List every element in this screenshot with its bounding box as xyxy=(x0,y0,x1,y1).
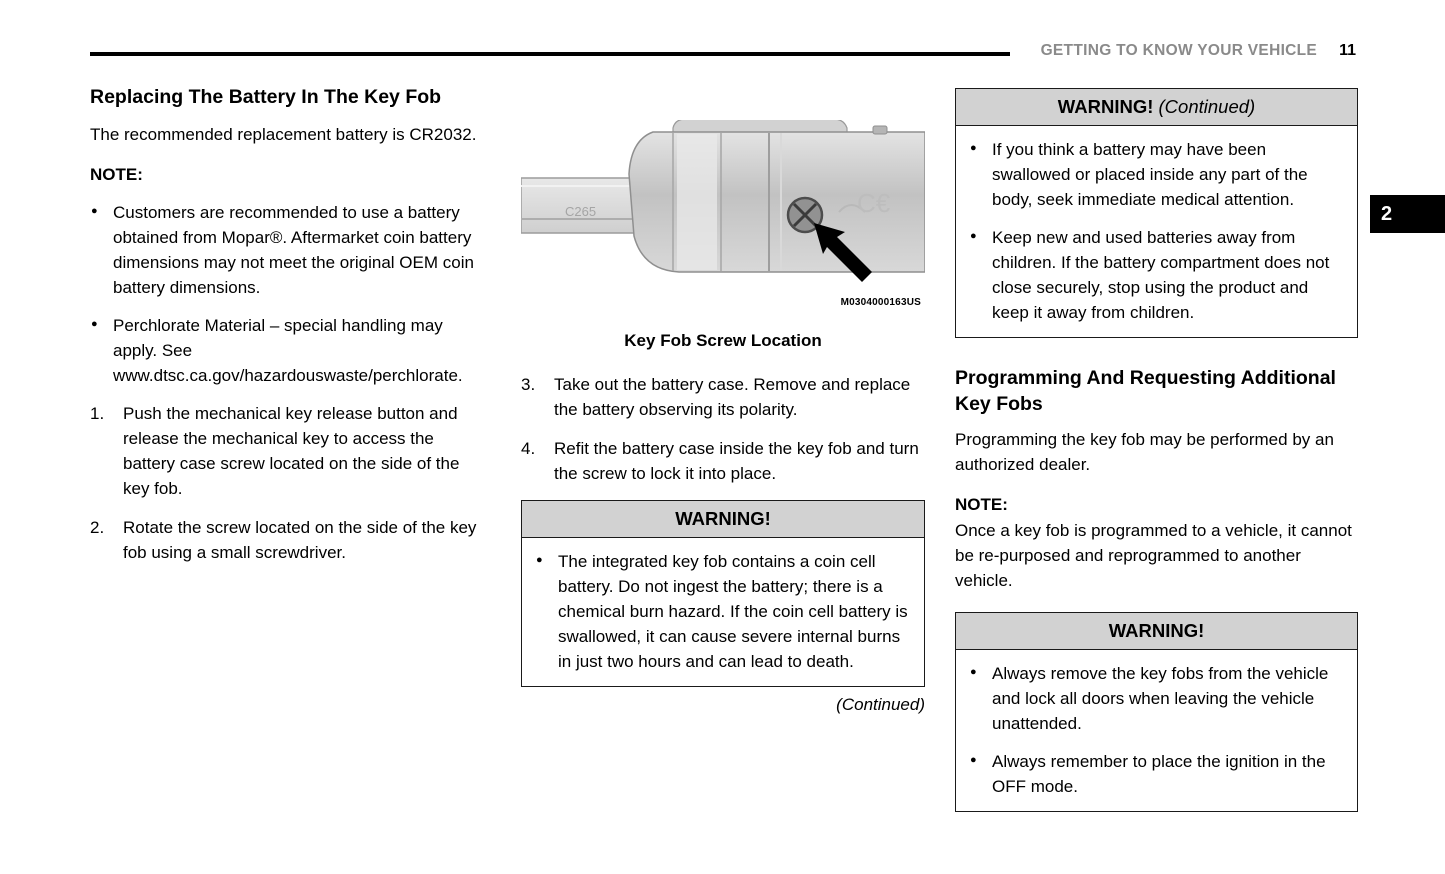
warning-title-suffix: (Continued) xyxy=(1153,96,1256,117)
list-item: ● Perchlorate Material – special handlin… xyxy=(90,313,490,388)
page-header: GETTING TO KNOW YOUR VEHICLE 11 xyxy=(1041,38,1356,63)
step-text: Take out the battery case. Remove and re… xyxy=(554,375,911,419)
warning-body: ● If you think a battery may have been s… xyxy=(956,126,1357,337)
screw-pointer-arrow xyxy=(814,223,872,282)
list-item: ● Customers are recommended to use a bat… xyxy=(90,200,490,300)
warning-title: WARNING! xyxy=(1108,620,1205,641)
step-text: Push the mechanical key release button a… xyxy=(123,404,460,498)
bullet-marker: ● xyxy=(91,205,98,217)
warning-header: WARNING! xyxy=(956,613,1357,650)
bullet-marker: ● xyxy=(970,666,977,678)
warning-body: ● Always remove the key fobs from the ve… xyxy=(956,650,1357,811)
key-fob-body xyxy=(628,120,925,273)
bullet-marker: ● xyxy=(536,554,543,566)
step-number: 3. xyxy=(521,375,536,394)
list-item: ● If you think a battery may have been s… xyxy=(969,137,1345,212)
figure-caption: Key Fob Screw Location xyxy=(624,331,822,350)
numbered-step: 3. Take out the battery case. Remove and… xyxy=(521,372,925,422)
key-fob-illustration: C265 C€ xyxy=(521,120,925,282)
note-text: Once a key fob is programmed to a vehicl… xyxy=(955,521,1352,590)
intro-paragraph: The recommended replacement battery is C… xyxy=(90,125,477,144)
chapter-tab-number: 2 xyxy=(1381,202,1393,225)
list-item: ● Keep new and used batteries away from … xyxy=(969,225,1345,325)
page-number: 11 xyxy=(1339,42,1356,59)
warning-box: WARNING! ● The integrated key fob contai… xyxy=(521,500,925,687)
header-rule xyxy=(90,52,1010,56)
list-item: ● The integrated key fob contains a coin… xyxy=(535,549,912,674)
warning-continued-box: WARNING! (Continued) ● If you think a ba… xyxy=(955,88,1358,338)
bullet-marker: ● xyxy=(970,230,977,242)
note-label: NOTE: xyxy=(90,165,143,184)
right-column: WARNING! (Continued) ● If you think a ba… xyxy=(955,88,1358,812)
list-item-text: Always remove the key fobs from the vehi… xyxy=(992,664,1329,733)
warning-title: WARNING! xyxy=(675,508,771,529)
continued-note: (Continued) xyxy=(836,695,925,714)
ce-mark: C€ xyxy=(857,188,891,218)
list-item-text: Always remember to place the ignition in… xyxy=(992,752,1326,796)
list-item-text: Customers are recommended to use a batte… xyxy=(113,203,474,297)
intro-paragraph: Programming the key fob may be performed… xyxy=(955,430,1334,474)
step-number: 2. xyxy=(90,518,105,537)
section-heading: Programming And Requesting Additional Ke… xyxy=(955,367,1336,415)
chapter-tab: 2 xyxy=(1370,195,1445,233)
numbered-step: 1. Push the mechanical key release butto… xyxy=(90,401,490,501)
battery-case-screw xyxy=(786,196,824,234)
numbered-step: 4. Refit the battery case inside the key… xyxy=(521,436,925,486)
bullet-marker: ● xyxy=(91,318,98,330)
list-item-text: Keep new and used batteries away from ch… xyxy=(992,228,1330,322)
list-item-text: If you think a battery may have been swa… xyxy=(992,140,1308,209)
warning-box: WARNING! ● Always remove the key fobs fr… xyxy=(955,612,1358,812)
step-text: Refit the battery case inside the key fo… xyxy=(554,439,919,483)
bullet-marker: ● xyxy=(970,754,977,766)
key-blade-label: C265 xyxy=(565,204,596,219)
section-heading: Replacing The Battery In The Key Fob xyxy=(90,86,442,108)
list-item: ● Always remember to place the ignition … xyxy=(969,749,1345,799)
bullet-marker: ● xyxy=(970,142,977,154)
warning-header: WARNING! xyxy=(522,501,924,538)
middle-column: C265 C€ M0304000163US Key Fob Screw Loca… xyxy=(521,120,925,717)
list-item-text: Perchlorate Material – special handling … xyxy=(113,316,463,385)
figure-part-code: M0304000163US xyxy=(840,297,921,308)
note-label: NOTE: xyxy=(955,495,1008,514)
left-column: Replacing The Battery In The Key Fob The… xyxy=(90,84,490,579)
step-number: 1. xyxy=(90,404,105,423)
warning-header: WARNING! (Continued) xyxy=(956,89,1357,126)
warning-body: ● The integrated key fob contains a coin… xyxy=(522,538,924,686)
key-fob-figure: C265 C€ M0304000163US xyxy=(521,120,925,315)
numbered-step: 2. Rotate the screw located on the side … xyxy=(90,515,490,565)
running-header: GETTING TO KNOW YOUR VEHICLE xyxy=(1040,42,1318,59)
step-number: 4. xyxy=(521,439,536,458)
warning-title: WARNING! xyxy=(1057,96,1154,117)
list-item: ● Always remove the key fobs from the ve… xyxy=(969,661,1345,736)
step-text: Rotate the screw located on the side of … xyxy=(123,518,477,562)
list-item-text: The integrated key fob contains a coin c… xyxy=(558,552,908,671)
